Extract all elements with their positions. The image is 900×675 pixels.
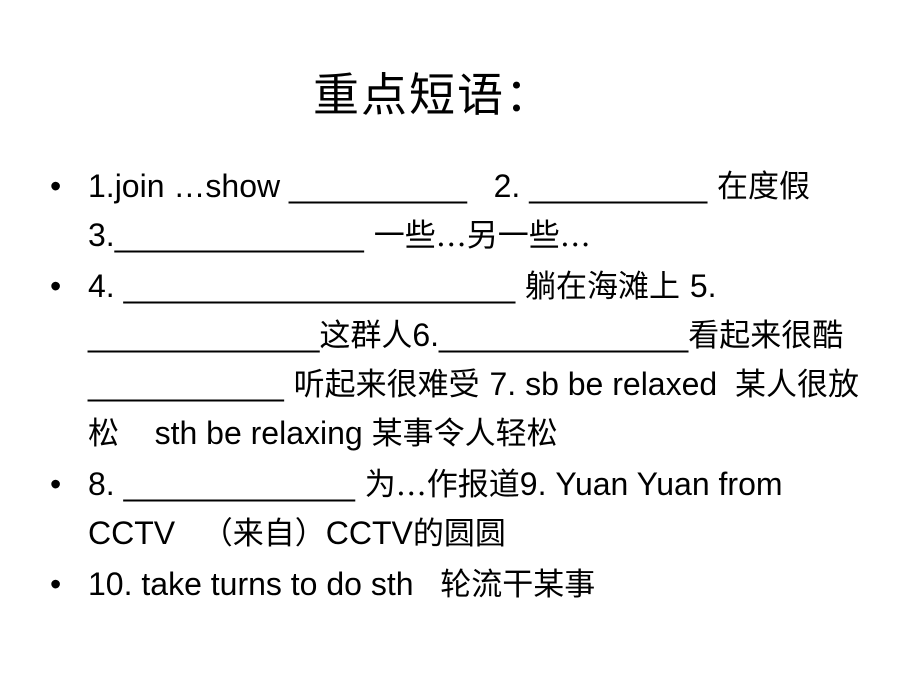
chinese-text: 在度假 <box>707 169 811 205</box>
phrase-list: • 1.join …show __________ 2. __________ 在… <box>50 162 870 611</box>
fill-in-blank: __________ <box>529 168 708 204</box>
bullet-marker: • <box>50 466 62 502</box>
chinese-text: 的圆圆 <box>412 516 506 552</box>
english-text: 6. <box>412 317 440 353</box>
phrase-item: • 1.join …show __________ 2. __________ 在… <box>50 162 870 260</box>
fill-in-blank: ______________________ <box>123 268 516 304</box>
fill-in-blank: _____________ <box>123 466 355 502</box>
english-text: CCTV <box>325 515 413 551</box>
english-text: 1.join …show <box>88 168 289 204</box>
fill-in-blank: _____________ <box>88 317 320 353</box>
english-text: sth be relaxing <box>119 415 372 451</box>
chinese-text: 为…作报道 <box>354 467 520 503</box>
bullet-marker: • <box>50 566 62 602</box>
english-text: 3. <box>88 217 115 253</box>
fill-in-blank: ______________ <box>439 317 689 353</box>
phrase-item: • 10. take turns to do sth 轮流干某事 <box>50 560 870 609</box>
slide-title: 重点短语： <box>313 68 553 122</box>
chinese-text: 看起来很酷 <box>688 318 844 354</box>
fill-in-blank: __________ <box>288 168 467 204</box>
english-text: 7. sb be relaxed <box>489 366 735 402</box>
phrase-item: • 8. _____________ 为…作报道9. Yuan Yuan from… <box>50 460 870 558</box>
english-text: 9. Yuan Yuan from CCTV <box>88 466 792 551</box>
bullet-marker: • <box>50 268 62 304</box>
chinese-text: 某人很放松 <box>88 367 859 452</box>
chinese-text: 这群人 <box>319 318 413 354</box>
chinese-text: （来自） <box>201 516 326 552</box>
english-text: 10. take turns to do sth <box>88 566 441 602</box>
english-text: 4. <box>88 268 124 304</box>
chinese-text: 躺在海滩上 <box>515 269 690 305</box>
english-text: 5. <box>689 268 726 304</box>
chinese-text: 某事令人轻松 <box>371 416 558 452</box>
chinese-text: 听起来很难受 <box>283 367 490 403</box>
english-text: 8. <box>88 466 124 502</box>
chinese-text: 一些…另一些… <box>363 218 591 254</box>
bullet-marker: • <box>50 168 62 204</box>
english-text: 2. <box>466 168 530 204</box>
fill-in-blank: ______________ <box>114 217 364 253</box>
english-text <box>843 317 887 353</box>
fill-in-blank: ___________ <box>88 366 284 402</box>
phrase-item: • 4. ______________________ 躺在海滩上 5. ____… <box>50 262 870 458</box>
chinese-text: 轮流干某事 <box>440 567 596 603</box>
